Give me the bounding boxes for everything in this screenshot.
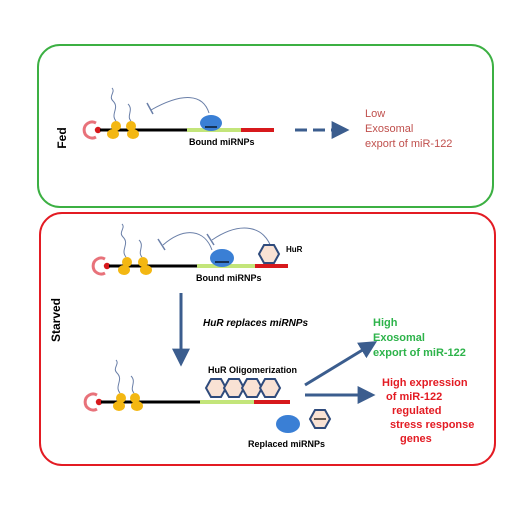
fed-label: Fed	[55, 127, 69, 148]
repression-bar	[146, 102, 154, 115]
cap-dot	[94, 126, 102, 134]
fed-panel-border	[37, 44, 494, 208]
cap-dot	[103, 262, 111, 270]
expression-outcome-line: stress response	[390, 419, 474, 431]
hur-label: HuR	[286, 245, 303, 254]
expression-outcome-line: regulated	[392, 405, 442, 417]
mirnp-icon	[276, 415, 300, 433]
hur-icon	[257, 244, 281, 264]
hur-icon	[258, 378, 282, 398]
fed-panel: Fed Bound	[37, 44, 494, 208]
process-label: HuR replaces miRNPs	[203, 318, 308, 329]
ribosome-icon	[138, 257, 152, 275]
starved-panel: Starved HuR Bo	[39, 212, 496, 466]
fed-outcome-line: export of miR-122	[365, 138, 452, 150]
utr-red-segment	[241, 128, 274, 132]
exosomal-outcome-line: export of miR-122	[373, 347, 466, 359]
starved-mrna-bottom	[83, 359, 290, 412]
peptide-chain-icon	[120, 223, 127, 258]
repression-arc	[211, 227, 273, 251]
fed-outcome-line: Low	[365, 108, 385, 120]
cap-icon	[91, 256, 106, 276]
mirnp-icon	[200, 115, 222, 131]
utr-red-segment	[254, 400, 290, 404]
replaced-mirnps-label: Replaced miRNPs	[248, 439, 325, 449]
expression-outcome-line: of miR-122	[386, 391, 442, 403]
ribosome-icon	[118, 257, 132, 275]
exosomal-outcome-line: Exosomal	[373, 332, 425, 344]
utr-green-segment	[200, 400, 254, 404]
ribosome-icon	[130, 393, 143, 411]
cap-dot	[95, 398, 103, 406]
starved-mrna-top	[91, 223, 288, 276]
utr-red-segment	[255, 264, 288, 268]
repression-arc	[150, 97, 210, 114]
expression-outcome-text: High expression of miR-122 regulated str…	[382, 377, 477, 445]
hur-icon	[222, 378, 246, 398]
ribosome-icon	[107, 121, 121, 139]
hur-icon	[204, 378, 228, 398]
peptide-chain-icon	[110, 87, 117, 122]
starved-label: Starved	[49, 298, 63, 342]
expression-outcome-line: genes	[400, 433, 432, 445]
exosomal-outcome-text: High Exosomal export of miR-122	[373, 317, 466, 359]
peptide-chain-icon	[130, 375, 135, 394]
mirnp-icon	[210, 249, 234, 267]
repression-bar	[206, 233, 215, 246]
cap-icon	[82, 120, 97, 140]
oligomerization-label: HuR Oligomerization	[208, 365, 297, 375]
starved-panel-border	[39, 212, 496, 466]
peptide-chain-icon	[127, 103, 132, 122]
fed-mrna	[82, 87, 274, 140]
repression-arc	[162, 232, 213, 251]
bound-mirnps-label: Bound miRNPs	[189, 137, 255, 147]
peptide-chain-icon	[114, 359, 121, 394]
expression-outcome-line: High expression	[382, 377, 468, 389]
exosomal-outcome-line: High	[373, 317, 398, 329]
peptide-chain-icon	[138, 239, 143, 258]
repression-bar	[157, 238, 166, 251]
exosomal-arrow	[304, 341, 378, 387]
cap-icon	[83, 392, 98, 412]
hur-icon	[240, 378, 264, 398]
ribosome-icon	[126, 121, 139, 139]
bound-mirnps-label: Bound miRNPs	[196, 273, 262, 283]
hur-oligomer	[204, 378, 282, 398]
fed-outcome-line: Exosomal	[365, 123, 413, 135]
ribosome-icon	[113, 393, 126, 411]
fed-outcome-text: Low Exosomal export of miR-122	[365, 108, 452, 150]
